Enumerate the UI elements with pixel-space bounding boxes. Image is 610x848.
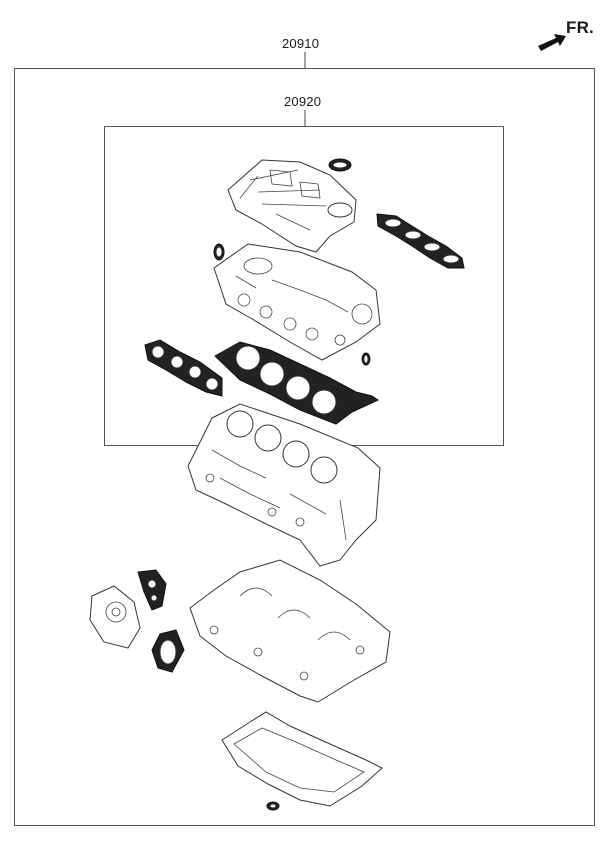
- front-arrow-icon: [538, 34, 566, 51]
- front-indicator-label: FR.: [566, 18, 594, 37]
- intake-manifold-gasket[interactable]: [376, 213, 465, 269]
- assembly-20920-label[interactable]: 20920: [284, 94, 322, 109]
- water-pump-gasket-upper[interactable]: [137, 569, 167, 611]
- cylinder-head-cover[interactable]: [227, 159, 357, 253]
- cylinder-block[interactable]: [187, 403, 381, 567]
- cylinder-head-gasket[interactable]: [214, 341, 380, 425]
- cylinder-head[interactable]: [213, 243, 381, 361]
- water-pump-gasket-lower[interactable]: [151, 629, 185, 673]
- oil-pan[interactable]: [221, 711, 383, 807]
- assembly-20910-label[interactable]: 20910: [282, 36, 320, 51]
- water-pump[interactable]: [89, 585, 141, 649]
- lower-crankcase[interactable]: [189, 559, 391, 703]
- exhaust-gasket-small[interactable]: [144, 339, 223, 397]
- assembly-20910-frame: [14, 68, 595, 826]
